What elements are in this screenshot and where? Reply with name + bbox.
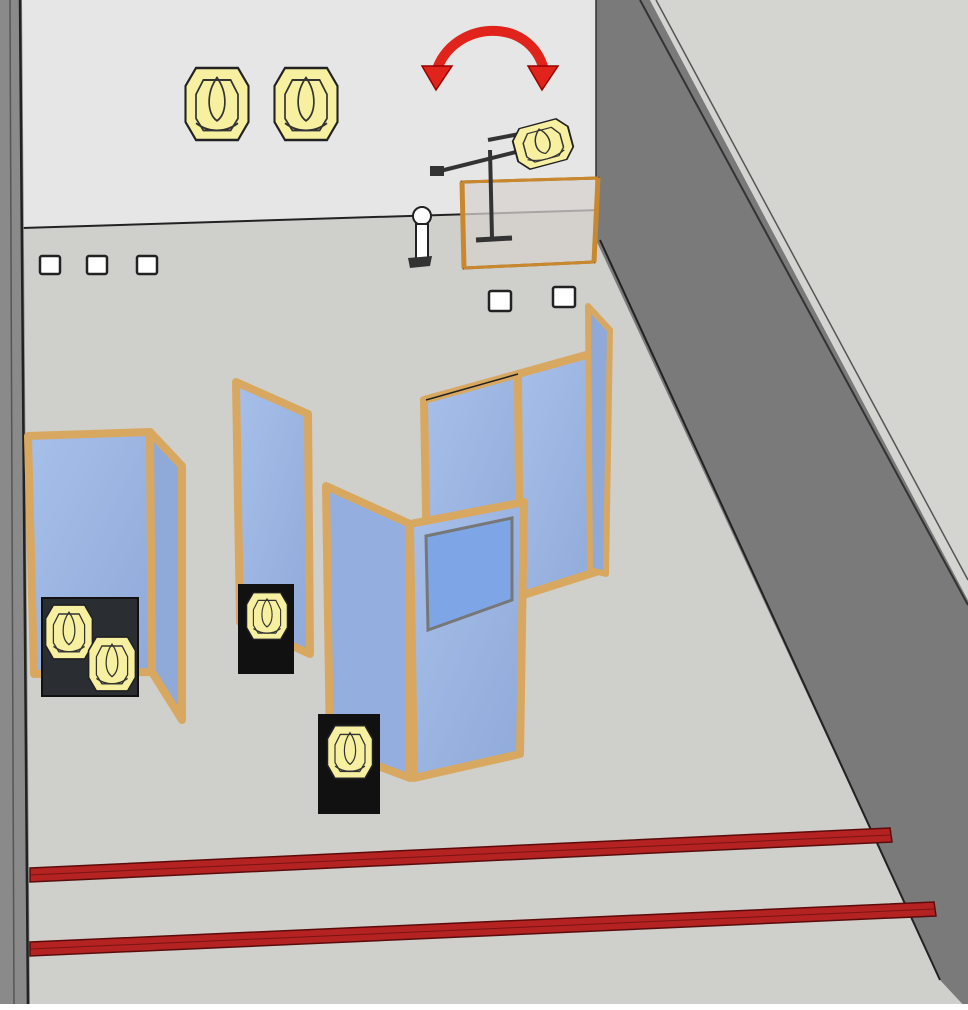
ipsc-target-icon [42,598,138,696]
steel-plate-icon [275,68,338,140]
square-marker-icon [40,256,60,274]
square-marker-icon [553,287,575,307]
square-marker-icon [489,291,511,311]
ipsc-target-icon [238,584,294,674]
square-marker-icon [87,256,107,274]
steel-plate-icon [186,68,249,140]
square-marker-icon [137,256,157,274]
ipsc-target-icon [318,714,380,814]
